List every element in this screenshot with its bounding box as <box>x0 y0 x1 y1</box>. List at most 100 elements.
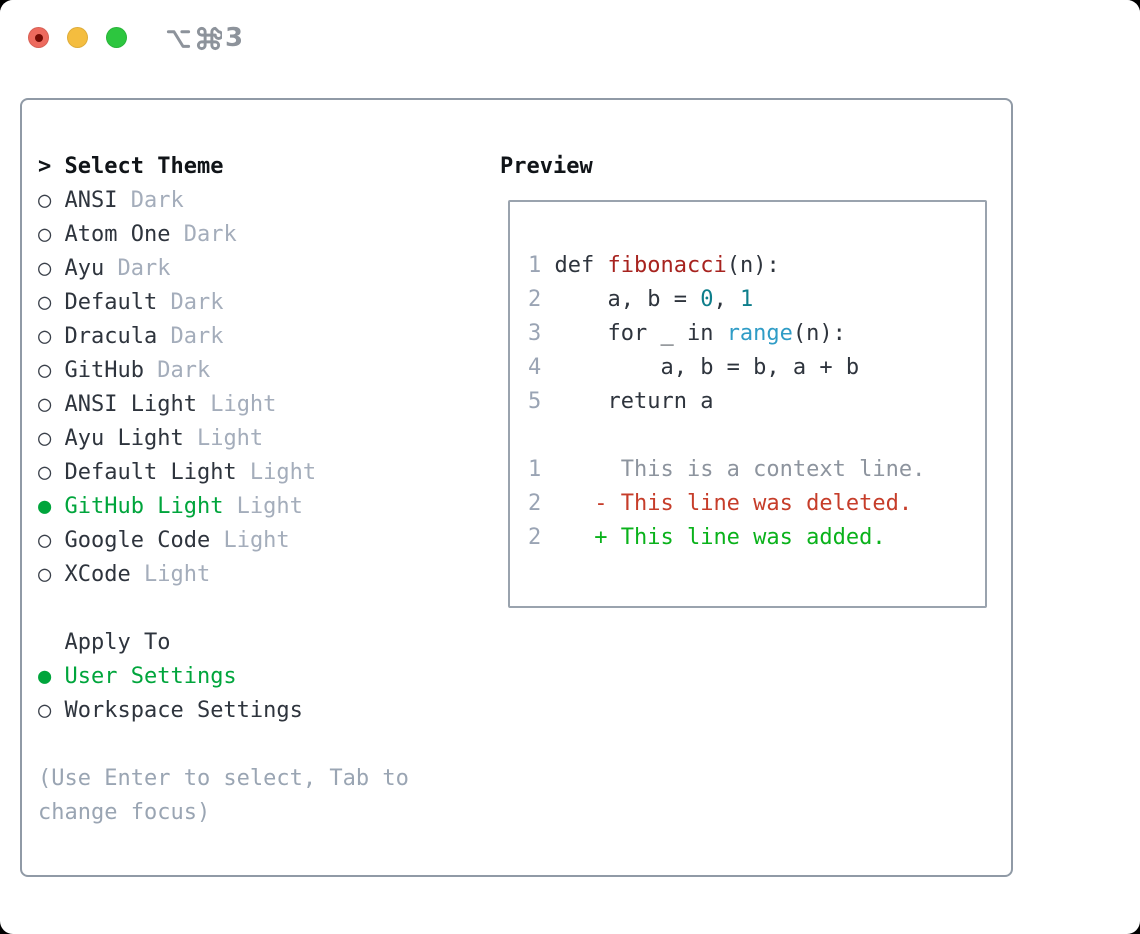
code-content: for _ in range(n): <box>554 321 846 346</box>
theme-variant-label: Dark <box>170 222 237 247</box>
radio-icon: ○ <box>38 256 52 281</box>
radio-icon: ○ <box>38 188 52 213</box>
radio-icon: ○ <box>38 222 52 247</box>
hint-line-2: change focus) <box>38 800 211 825</box>
code-content: This is a context line. <box>555 457 926 482</box>
titlebar: 3 <box>0 0 1140 98</box>
code-segment: This is a context line. <box>554 457 926 482</box>
radio-icon: ○ <box>38 460 52 485</box>
apply-to-option[interactable]: ○ Workspace Settings <box>38 694 409 728</box>
theme-option-label: GitHub <box>51 358 144 383</box>
preview-header: Preview <box>500 154 593 179</box>
code-segment: def <box>554 253 608 278</box>
theme-option-label: Dracula <box>51 324 158 349</box>
spacer <box>38 592 409 626</box>
apply-to-option[interactable]: ● User Settings <box>38 660 409 694</box>
apply-to-list: ● User Settings○ Workspace Settings <box>38 660 409 728</box>
code-segment: 0 <box>700 287 714 312</box>
command-icon <box>196 26 222 50</box>
line-number: 1 <box>528 457 555 482</box>
select-theme-header-label: Select Theme <box>64 154 224 179</box>
theme-option[interactable]: ○ Ayu Light Light <box>38 422 409 456</box>
spacer <box>38 728 409 762</box>
apply-to-header: Apply To <box>64 630 171 655</box>
radio-icon: ● <box>38 494 52 519</box>
radio-icon: ○ <box>38 528 52 553</box>
close-icon[interactable] <box>28 27 49 48</box>
code-content: a, b = 0, 1 <box>555 287 754 312</box>
theme-option[interactable]: ● GitHub Light Light <box>38 490 409 524</box>
apply-to-option-label: Workspace Settings <box>51 698 303 723</box>
theme-list: ○ ANSI Dark○ Atom One Dark○ Ayu Dark○ De… <box>38 184 409 592</box>
code-segment: 1 <box>739 287 754 312</box>
code-line: 2 a, b = 0, 1 <box>528 283 985 317</box>
code-segment: , <box>713 287 740 312</box>
line-number: 2 <box>528 525 555 550</box>
theme-option[interactable]: ○ GitHub Dark <box>38 354 409 388</box>
theme-option[interactable]: ○ Dracula Dark <box>38 320 409 354</box>
code-line: 5 return a <box>528 385 985 419</box>
radio-icon: ○ <box>38 698 52 723</box>
theme-option-label: Ayu Light <box>51 426 184 451</box>
line-number: 1 <box>528 253 555 278</box>
traffic-lights <box>28 27 127 48</box>
theme-option[interactable]: ○ Ayu Dark <box>38 252 409 286</box>
code-segment: - This line was deleted. <box>554 491 913 516</box>
code-segment: + This line was added. <box>554 525 886 550</box>
theme-option-label: Google Code <box>51 528 211 553</box>
code-line: 4 a, b = b, a + b <box>528 351 985 385</box>
code-line <box>528 419 985 453</box>
line-number: 2 <box>528 491 555 516</box>
theme-picker-panel: > Select Theme ○ ANSI Dark○ Atom One Dar… <box>20 98 1013 877</box>
code-content: - This line was deleted. <box>554 491 913 516</box>
zoom-icon[interactable] <box>106 27 127 48</box>
theme-picker-column: > Select Theme ○ ANSI Dark○ Atom One Dar… <box>38 150 409 830</box>
code-line: 2 + This line was added. <box>528 521 985 555</box>
code-segment: (n): <box>792 321 846 346</box>
code-content: + This line was added. <box>554 525 886 550</box>
theme-option[interactable]: ○ XCode Light <box>38 558 409 592</box>
minimize-icon[interactable] <box>67 27 88 48</box>
code-segment: range <box>726 321 793 346</box>
theme-variant-label: Light <box>210 528 290 553</box>
shortcut-digit: 3 <box>225 23 244 53</box>
code-segment: return a <box>554 389 714 414</box>
apply-to-option-label: User Settings <box>51 664 237 689</box>
radio-icon: ● <box>38 664 52 689</box>
hint-line-1: (Use Enter to select, Tab to <box>38 766 409 791</box>
theme-variant-label: Dark <box>157 290 224 315</box>
theme-option-label: Default <box>51 290 158 315</box>
line-number: 2 <box>528 287 555 312</box>
select-theme-header: > Select Theme <box>38 150 409 184</box>
radio-icon: ○ <box>38 426 52 451</box>
code-content: return a <box>554 389 714 414</box>
theme-option[interactable]: ○ Default Dark <box>38 286 409 320</box>
code-segment: fibonacci <box>607 253 727 278</box>
window-title-shortcut: 3 <box>165 22 243 54</box>
theme-option[interactable]: ○ ANSI Light Light <box>38 388 409 422</box>
theme-option[interactable]: ○ Atom One Dark <box>38 218 409 252</box>
theme-option[interactable]: ○ Google Code Light <box>38 524 409 558</box>
radio-icon: ○ <box>38 562 52 587</box>
theme-variant-label: Light <box>130 562 211 587</box>
code-line: 2 - This line was deleted. <box>528 487 985 521</box>
theme-option[interactable]: ○ Default Light Light <box>38 456 409 490</box>
code-segment: (n): <box>726 253 780 278</box>
code-segment: a, b = b, a + b <box>554 355 860 380</box>
theme-variant-label: Light <box>236 460 317 485</box>
theme-variant-label: Dark <box>157 324 224 349</box>
option-icon <box>166 29 191 48</box>
theme-option-label: Ayu <box>51 256 105 281</box>
radio-icon: ○ <box>38 392 52 417</box>
code-content: def fibonacci(n): <box>555 253 780 278</box>
theme-variant-label: Dark <box>117 188 184 213</box>
radio-icon: ○ <box>38 358 52 383</box>
theme-option-label: GitHub Light <box>51 494 224 519</box>
line-number: 3 <box>528 321 555 346</box>
theme-variant-label: Light <box>196 392 277 417</box>
line-number: 5 <box>528 389 555 414</box>
code-content: a, b = b, a + b <box>554 355 860 380</box>
code-segment: for _ in <box>554 321 727 346</box>
theme-option[interactable]: ○ ANSI Dark <box>38 184 409 218</box>
